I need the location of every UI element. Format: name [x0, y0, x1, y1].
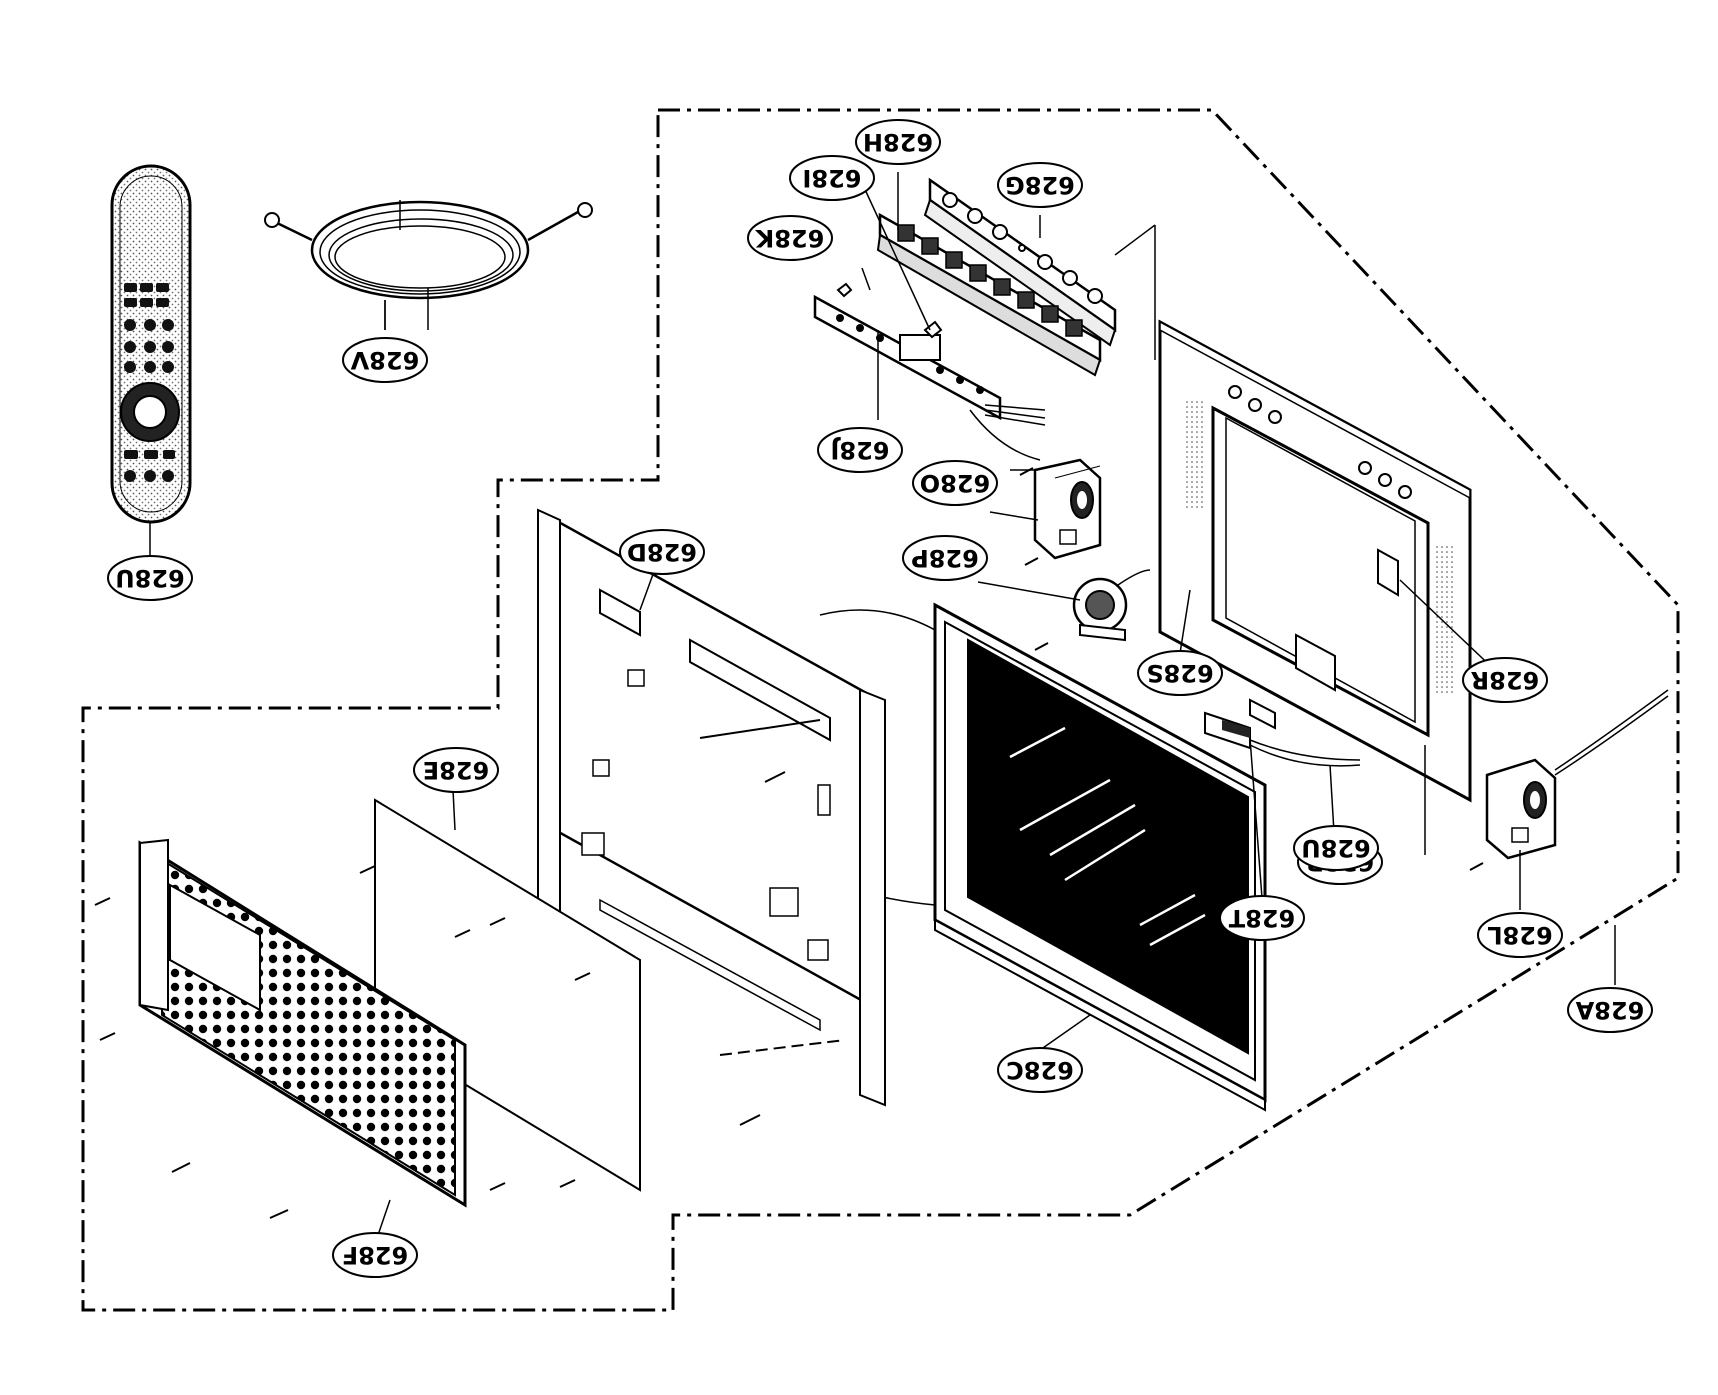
screws	[94, 467, 1484, 1219]
callout-label: 628I	[802, 164, 861, 192]
speaker-right	[1010, 458, 1102, 560]
callout-oval	[1219, 895, 1305, 941]
lcd-panel	[819, 602, 1267, 1112]
speaker-small	[1072, 569, 1151, 642]
callout-oval	[1137, 650, 1223, 696]
callout-628h: 628H	[855, 119, 941, 165]
callout-628f: 628F	[332, 1232, 418, 1278]
callout-628v: 628V	[342, 337, 428, 383]
rear-jack-bracket	[923, 177, 1117, 347]
callout-label: 628J	[830, 436, 889, 464]
callout-label: 628P	[911, 544, 979, 572]
callout-oval	[902, 535, 988, 581]
callout-628p: 628P	[902, 535, 988, 581]
callout-label: 628U	[115, 564, 185, 592]
callout-628l: 628L	[1477, 912, 1563, 958]
callout-oval	[107, 555, 193, 601]
coax-cable	[264, 200, 593, 330]
leader-lines	[376, 172, 1616, 1239]
speaker-left	[1485, 689, 1669, 860]
callout-label: 628E	[423, 756, 490, 784]
callout-628t: 628T	[1219, 895, 1305, 941]
callout-628j: 628J	[817, 427, 903, 473]
callout-label: 628V	[350, 346, 419, 374]
callout-628d: 628D	[619, 529, 705, 575]
connector-628t	[1204, 711, 1361, 767]
front-jack-bracket	[876, 212, 1156, 377]
callout-oval	[817, 427, 903, 473]
callout-oval	[912, 460, 998, 506]
callout-label: 628D	[627, 538, 697, 566]
callout-oval	[747, 215, 833, 261]
callout-628u-remote: 628U	[107, 555, 193, 601]
callout-label: 628O	[920, 469, 991, 497]
callout-oval	[997, 1047, 1083, 1093]
callout-628c: 628C	[997, 1047, 1083, 1093]
callout-628k: 628K	[747, 215, 833, 261]
callout-628r: 628R	[1462, 657, 1548, 703]
callout-oval	[1293, 825, 1379, 871]
callout-label: 628R	[1471, 666, 1540, 694]
callout-oval	[997, 162, 1083, 208]
callout-label: 628S	[1146, 659, 1213, 687]
screw-628i	[923, 320, 943, 339]
callout-label: 628K	[754, 224, 824, 252]
key-board	[813, 294, 1046, 461]
assembly-boundary	[81, 108, 1680, 1312]
callout-628e: 628E	[413, 747, 499, 793]
callout-label: 628A	[1575, 996, 1644, 1024]
callout-label: 628U	[1301, 834, 1371, 862]
main-board	[537, 508, 886, 1107]
callout-oval	[619, 529, 705, 575]
rear-cover	[138, 838, 467, 1208]
callout-oval	[1567, 987, 1653, 1033]
callout-label: 628F	[342, 1241, 409, 1269]
callout-oval	[332, 1232, 418, 1278]
remote-control	[110, 164, 192, 555]
callout-label: 628L	[1487, 921, 1552, 949]
callout-label: 628C	[1006, 1056, 1074, 1084]
callout-label: 628T	[1228, 904, 1295, 932]
callout-628s: 628S	[1137, 650, 1223, 696]
callout-628g: 628G	[997, 162, 1083, 208]
callout-oval	[1462, 657, 1548, 703]
callout-oval	[1477, 912, 1563, 958]
callout-628i: 628I	[789, 155, 875, 201]
callout-628a: 628A	[1567, 987, 1653, 1033]
callout-628u-wire: 628U	[1293, 825, 1379, 871]
callout-label: 628G	[1005, 171, 1075, 199]
callout-oval	[342, 337, 428, 383]
front-bezel	[1158, 319, 1472, 803]
callout-oval	[789, 155, 875, 201]
callout-oval	[855, 119, 941, 165]
callouts: 628A628B628C628D628E628F628G628H628I628J…	[107, 119, 1653, 1278]
callout-628o: 628O	[912, 460, 998, 506]
callout-oval	[413, 747, 499, 793]
screw-628k	[836, 282, 853, 298]
callout-label: 628H	[863, 128, 933, 156]
